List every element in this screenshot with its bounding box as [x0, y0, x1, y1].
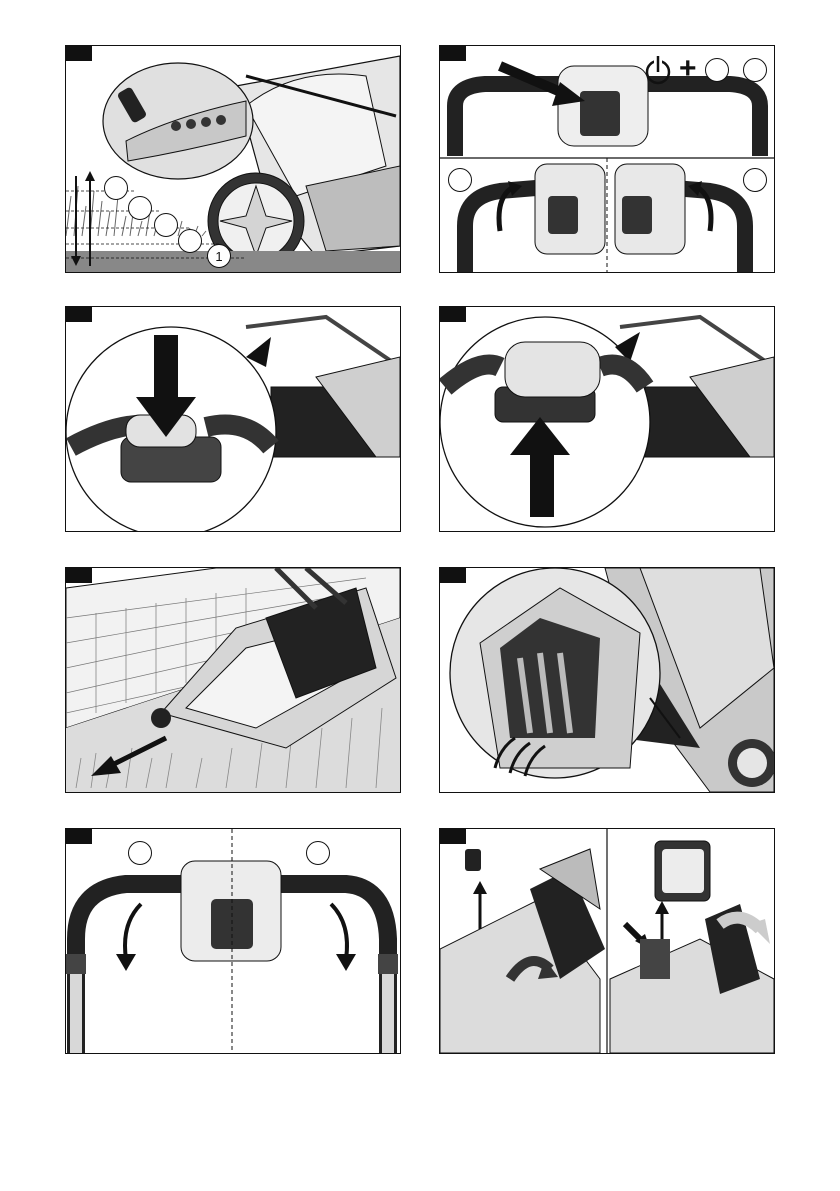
power-on-illustration: [440, 46, 774, 272]
safety-lever-release-panel: [439, 306, 775, 532]
callout-right: [306, 841, 330, 865]
step-number-badge: [66, 46, 92, 61]
press-lever-illustration: [66, 307, 400, 531]
step-number-badge: [66, 568, 92, 583]
height-level-5-callout: [104, 176, 128, 200]
callout-left: [128, 841, 152, 865]
callout-left: [448, 168, 472, 192]
step-number-badge: [66, 307, 92, 322]
step-number-badge: [66, 829, 92, 844]
grass-box-flap-panel: [439, 567, 775, 793]
callout-right: [743, 168, 767, 192]
battery-removal-panel: [439, 828, 775, 1054]
callout-a: [705, 58, 729, 82]
plus-sign: +: [679, 54, 697, 84]
step-number-badge: [440, 307, 466, 322]
step-number-badge: [440, 46, 466, 61]
height-level-1-callout: 1: [207, 244, 231, 268]
callout-b: [743, 58, 767, 82]
safety-lever-press-panel: [65, 306, 401, 532]
cutting-height-panel: 1: [65, 45, 401, 273]
height-level-2-callout: [178, 229, 202, 253]
handle-fold-panel: [65, 828, 401, 1054]
handle-fold-illustration: [66, 829, 400, 1053]
height-level-3-callout: [154, 213, 178, 237]
grass-flap-illustration: [440, 568, 774, 792]
battery-removal-illustration: [440, 829, 774, 1053]
mowing-along-wall-panel: [65, 567, 401, 793]
step-number-badge: [440, 829, 466, 844]
step-number-badge: [440, 568, 466, 583]
power-on-panel: +: [439, 45, 775, 273]
release-lever-illustration: [440, 307, 774, 531]
mowing-wall-illustration: [66, 568, 400, 792]
cutting-height-illustration: [66, 46, 400, 272]
height-level-4-callout: [128, 196, 152, 220]
